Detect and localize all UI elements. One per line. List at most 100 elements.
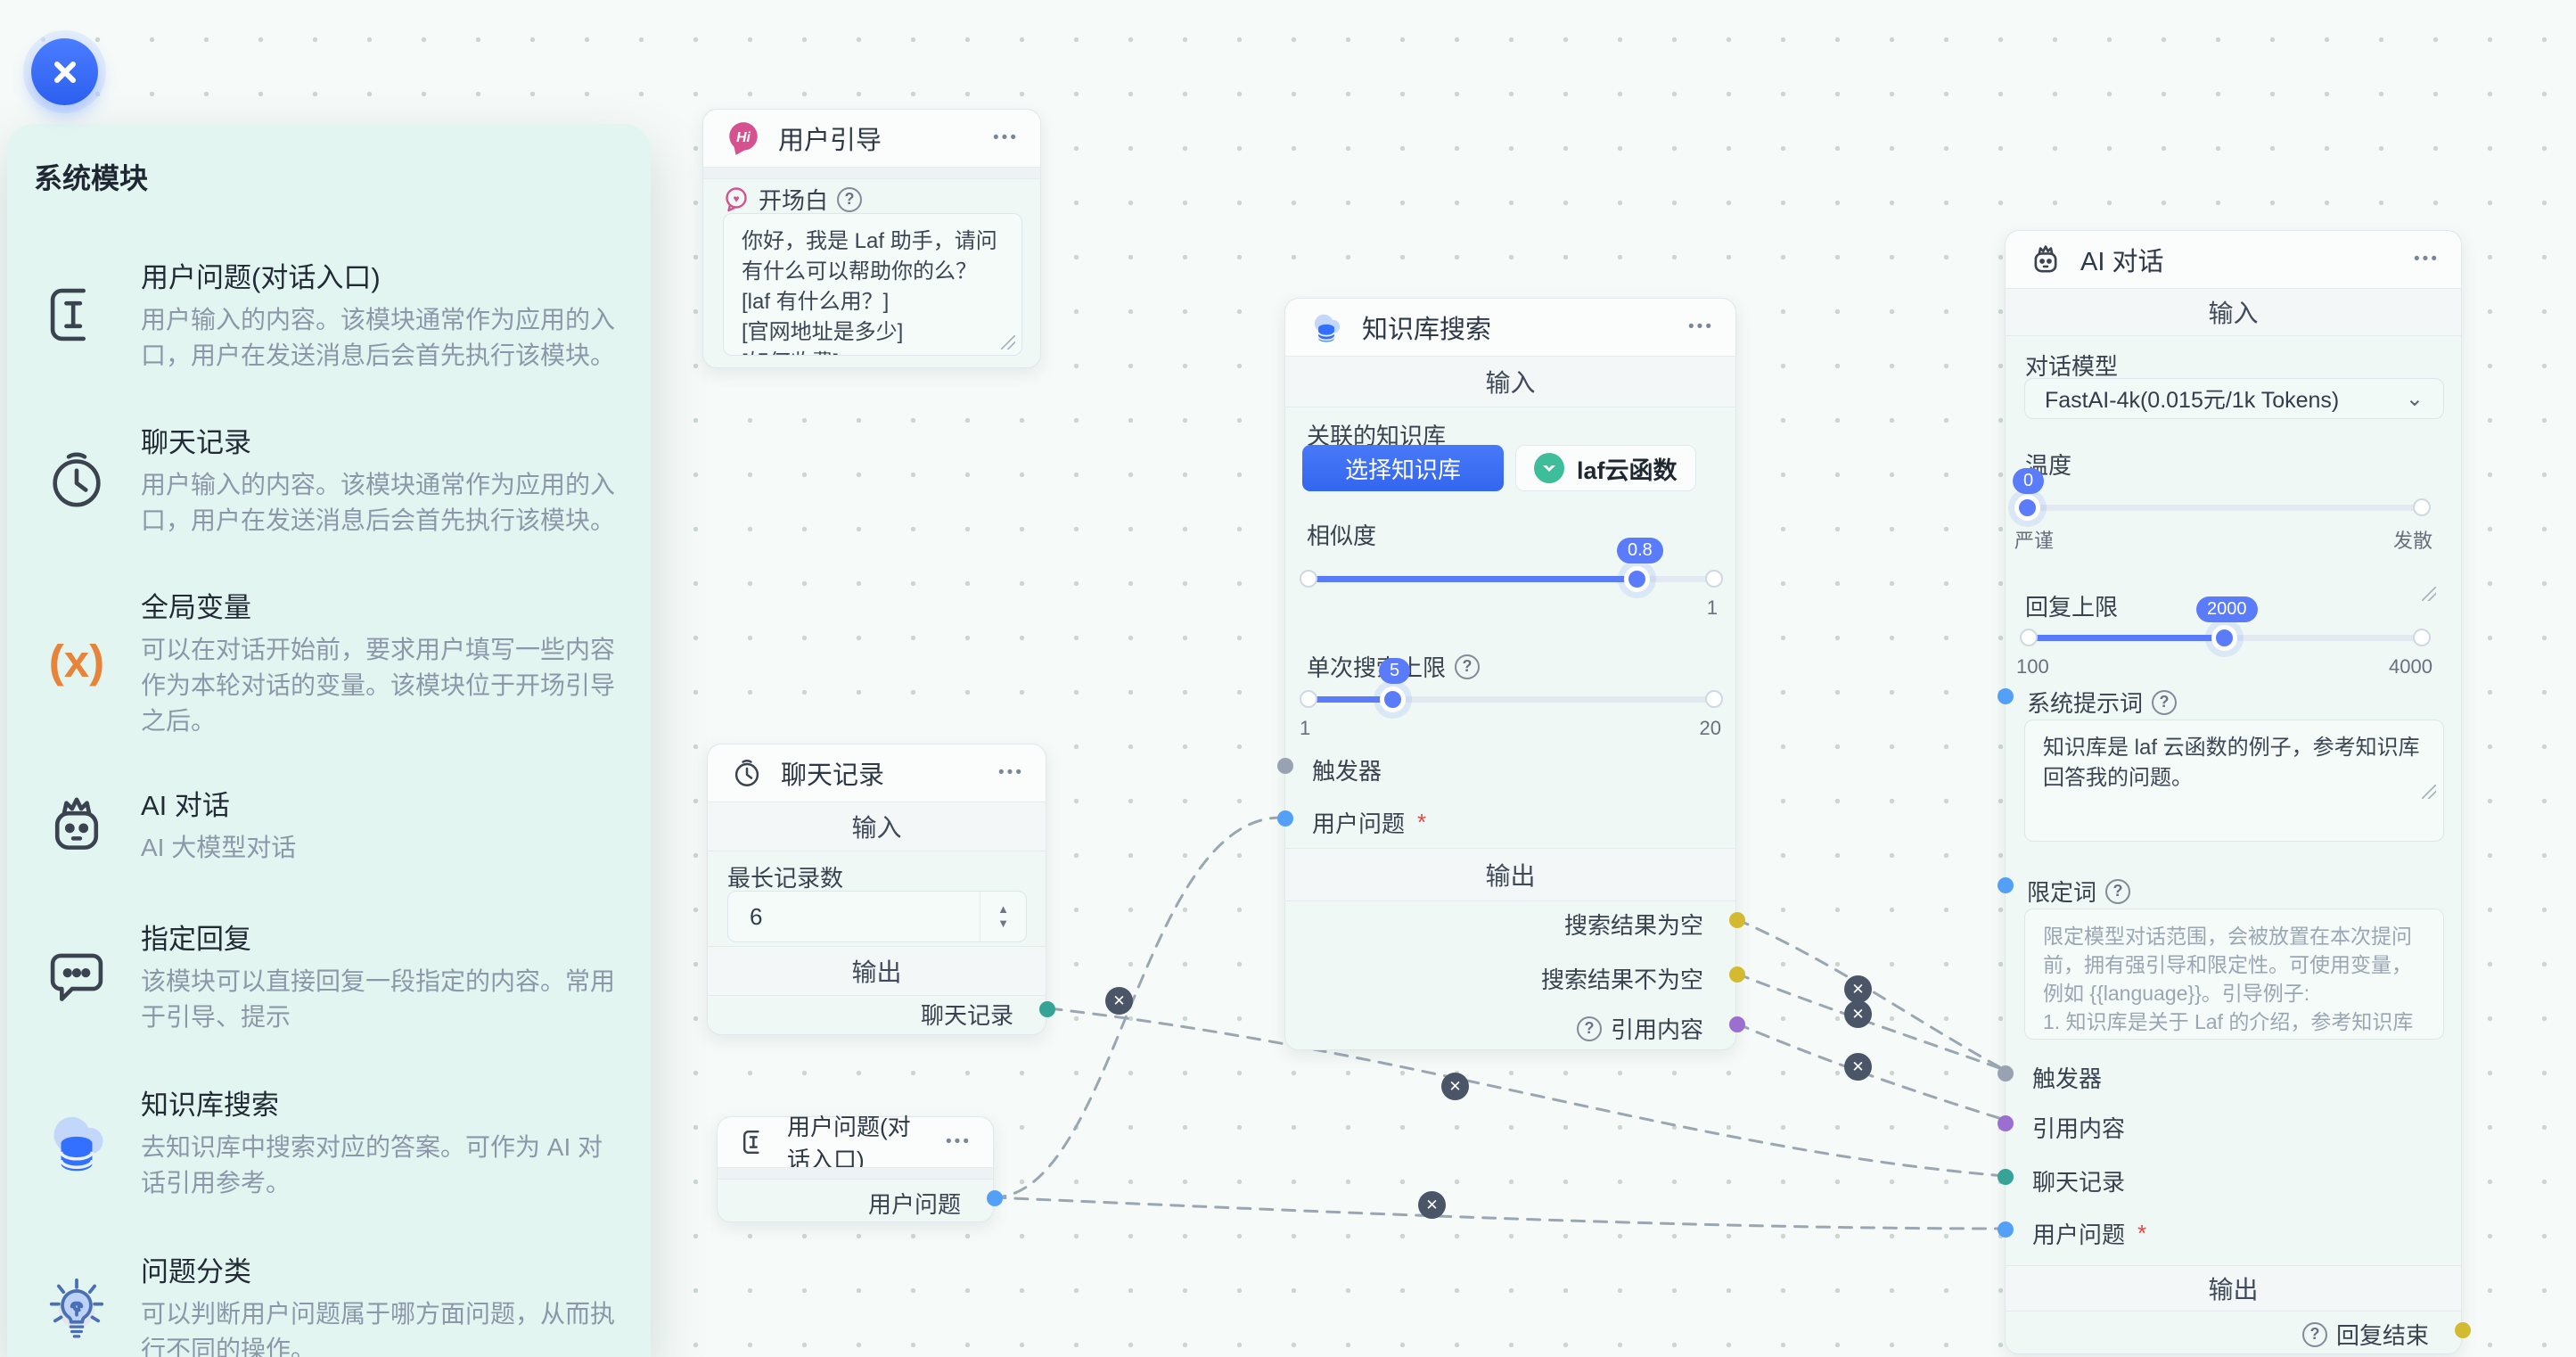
slider-handle[interactable] [1380, 687, 1406, 712]
module-item-chat-history[interactable]: 聊天记录 用户输入的内容。该模块通常作为应用的入口，用户在发送消息后会首先执行该… [23, 415, 635, 544]
node-header[interactable]: Hi 用户引导 ••• [703, 110, 1040, 167]
lightbulb-icon [34, 1271, 119, 1347]
limit-prompt-textarea[interactable] [2024, 909, 2444, 1040]
max-tokens-max-tick: 4000 [2389, 655, 2432, 678]
module-desc: 可以判断用户问题属于哪方面问题，从而执行不同的操作。 [141, 1300, 616, 1357]
node-menu-icon[interactable]: ••• [2414, 250, 2440, 268]
module-title: AI 对话 [141, 790, 230, 821]
history-input-label: 聊天记录 [2032, 1169, 2126, 1196]
delete-edge-icon[interactable]: ✕ [1844, 1053, 1872, 1081]
node-header[interactable]: AI 对话 ••• [2006, 231, 2461, 288]
slider-handle[interactable] [2211, 625, 2237, 651]
port-reply-done-output[interactable] [2455, 1322, 2471, 1338]
output-not-empty-label: 搜索结果不为空 [1540, 966, 1703, 993]
resize-handle[interactable] [1001, 335, 1015, 350]
node-header[interactable]: 用户问题(对话入口) ••• [718, 1114, 993, 1173]
text-cursor-icon [742, 1130, 759, 1155]
kb-tag-chip[interactable]: laf云函数 [1515, 445, 1696, 491]
delete-edge-icon[interactable]: ✕ [1844, 1000, 1872, 1028]
knowledge-base-icon [1314, 314, 1341, 342]
module-item-ai-chat[interactable]: AI 对话 AI 大模型对话 [23, 777, 635, 871]
close-button[interactable] [31, 38, 98, 105]
temperature-slider[interactable]: 0 严谨 发散 [2013, 468, 2432, 552]
knowledge-base-icon [34, 1104, 119, 1180]
port-user-question-output[interactable] [987, 1190, 1003, 1206]
input-section-header: 输入 [1285, 356, 1735, 407]
similarity-slider[interactable]: 0.8 1 [1300, 538, 1723, 619]
node-user-guide[interactable]: Hi 用户引导 ••• ♥ 开场白 ? 你好，我是 Laf 助手，请问有什么可以… [702, 109, 1041, 368]
variable-icon: (x) [34, 624, 119, 701]
input-section-header: 输入 [2006, 288, 2461, 336]
port-trigger-input[interactable] [1277, 758, 1293, 774]
port-limit-prompt-input[interactable] [1998, 877, 2014, 893]
node-header[interactable]: 知识库搜索 ••• [1285, 299, 1735, 356]
system-prompt-textarea[interactable]: 知识库是 laf 云函数的例子，参考知识库回答我的问题。 [2024, 720, 2444, 842]
heart-bubble-icon: ♥ [726, 186, 747, 211]
port-search-not-empty-output[interactable] [1729, 966, 1745, 983]
max-tokens-value-badge: 2000 [2196, 596, 2258, 622]
panel-title: 系统模块 [34, 162, 149, 194]
node-menu-icon[interactable]: ••• [998, 763, 1024, 782]
model-select[interactable]: FastAI-4k(0.015元/1k Tokens) ⌄ [2024, 378, 2444, 419]
module-item-user-question[interactable]: 用户问题(对话入口) 用户输入的内容。该模块通常作为应用的入口，用户在发送消息后… [23, 250, 635, 379]
edge-userquestion-to-aichat [991, 1196, 2006, 1230]
node-user-question[interactable]: 用户问题(对话入口) ••• 用户问题 [717, 1114, 1003, 1222]
slider-handle[interactable] [2014, 495, 2040, 521]
stepper-down-icon[interactable]: ▼ [997, 917, 1009, 930]
search-limit-label: 单次搜索上限 ? [1307, 650, 1481, 683]
robot-icon [34, 788, 119, 861]
node-chat-history[interactable]: 聊天记录 ••• 输入 最长记录数 6 ▲ ▼ 输出 聊天记录 [707, 744, 1055, 1035]
node-ai-chat[interactable]: AI 对话 ••• 输入 对话模型 FastAI-4k(0.015元/1k To… [1998, 230, 2471, 1354]
reply-bubble-icon [34, 940, 119, 1013]
node-menu-icon[interactable]: ••• [993, 128, 1019, 147]
module-item-question-classify[interactable]: 问题分类 可以判断用户问题属于哪方面问题，从而执行不同的操作。 [23, 1244, 635, 1357]
output-section-header: 输出 [1285, 848, 1735, 901]
resize-handle[interactable] [2422, 785, 2436, 799]
node-menu-icon[interactable]: ••• [946, 1132, 972, 1151]
stepper-up-icon[interactable]: ▲ [997, 902, 1009, 916]
help-icon[interactable]: ? [2105, 878, 2131, 904]
max-tokens-slider[interactable]: 2000 100 4000 [2016, 596, 2432, 678]
search-limit-slider[interactable]: 5 1 20 [1300, 658, 1723, 739]
model-label: 对话模型 [2025, 353, 2119, 380]
help-icon[interactable]: ? [1455, 654, 1481, 679]
resize-handle[interactable] [2422, 587, 2436, 601]
port-quote-input[interactable] [1998, 1115, 2014, 1131]
max-records-input[interactable]: 6 ▲ ▼ [727, 891, 1027, 942]
opening-textarea[interactable]: 你好，我是 Laf 助手，请问有什么可以帮助你的么？ [laf 有什么用？] [… [723, 213, 1022, 356]
temperature-value-badge: 0 [2013, 468, 2045, 494]
port-chat-history-output[interactable] [1039, 1001, 1055, 1017]
help-icon[interactable]: ? [1576, 1016, 1602, 1041]
module-item-global-variable[interactable]: (x) 全局变量 可以在对话开始前，要求用户填写一些内容作为本轮对话的变量。该模… [23, 580, 635, 744]
similarity-label: 相似度 [1307, 522, 1377, 549]
chevron-down-icon: ⌄ [2405, 386, 2424, 411]
node-kb-search[interactable]: 知识库搜索 ••• 输入 关联的知识库 选择知识库 laf云函数 相似度 0.8… [1277, 298, 1745, 1050]
port-question-input[interactable] [1277, 810, 1293, 827]
module-item-kb-search[interactable]: 知识库搜索 去知识库中搜索对应的答案。可作为 AI 对话引用参考。 [23, 1077, 635, 1206]
slider-handle[interactable] [1624, 566, 1650, 592]
opening-label: ♥ 开场白 ? [723, 183, 863, 216]
help-icon[interactable]: ? [837, 186, 863, 212]
question-input-label: 用户问题* [2032, 1220, 2147, 1248]
help-icon[interactable]: ? [2301, 1321, 2327, 1347]
port-system-prompt-input[interactable] [1998, 688, 2014, 704]
port-history-input[interactable] [1998, 1169, 2014, 1185]
model-value: FastAI-4k(0.015元/1k Tokens) [2045, 388, 2340, 413]
delete-edge-icon[interactable]: ✕ [1844, 975, 1872, 1003]
help-icon[interactable]: ? [2152, 689, 2178, 715]
port-trigger-input[interactable] [1998, 1065, 2014, 1081]
port-search-empty-output[interactable] [1729, 912, 1745, 928]
output-user-question-label: 用户问题 [867, 1191, 961, 1218]
port-question-input[interactable] [1998, 1221, 2014, 1238]
port-quote-output[interactable] [1729, 1016, 1745, 1032]
module-item-fixed-reply[interactable]: 指定回复 该模块可以直接回复一段指定的内容。常用于引导、提示 [23, 911, 635, 1040]
delete-edge-icon[interactable]: ✕ [1441, 1073, 1469, 1100]
node-header[interactable]: 聊天记录 ••• [708, 744, 1046, 802]
node-title: AI 对话 [2080, 248, 2164, 276]
delete-edge-icon[interactable]: ✕ [1105, 987, 1133, 1015]
node-menu-icon[interactable]: ••• [1688, 317, 1714, 336]
select-kb-button[interactable]: 选择知识库 [1302, 445, 1504, 491]
number-stepper[interactable]: ▲ ▼ [980, 892, 1026, 942]
delete-edge-icon[interactable]: ✕ [1418, 1191, 1446, 1219]
